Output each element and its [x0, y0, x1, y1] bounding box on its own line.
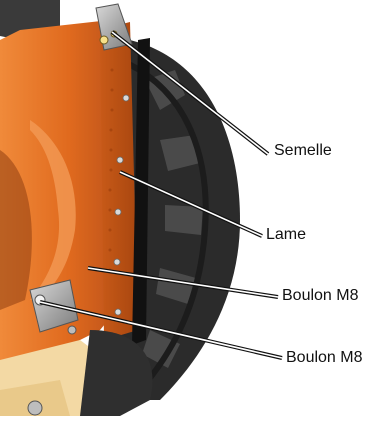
label-lame: Lame	[266, 226, 306, 244]
label-semelle: Semelle	[274, 142, 332, 160]
bolt-hole	[123, 95, 129, 101]
bolt-hole	[115, 309, 121, 315]
label-boulon-m8-lower: Boulon M8	[286, 349, 363, 367]
bolt-hole	[114, 259, 120, 265]
bolt-hole	[115, 209, 121, 215]
bolt-hole	[117, 157, 123, 163]
label-boulon-m8-upper: Boulon M8	[282, 287, 359, 305]
